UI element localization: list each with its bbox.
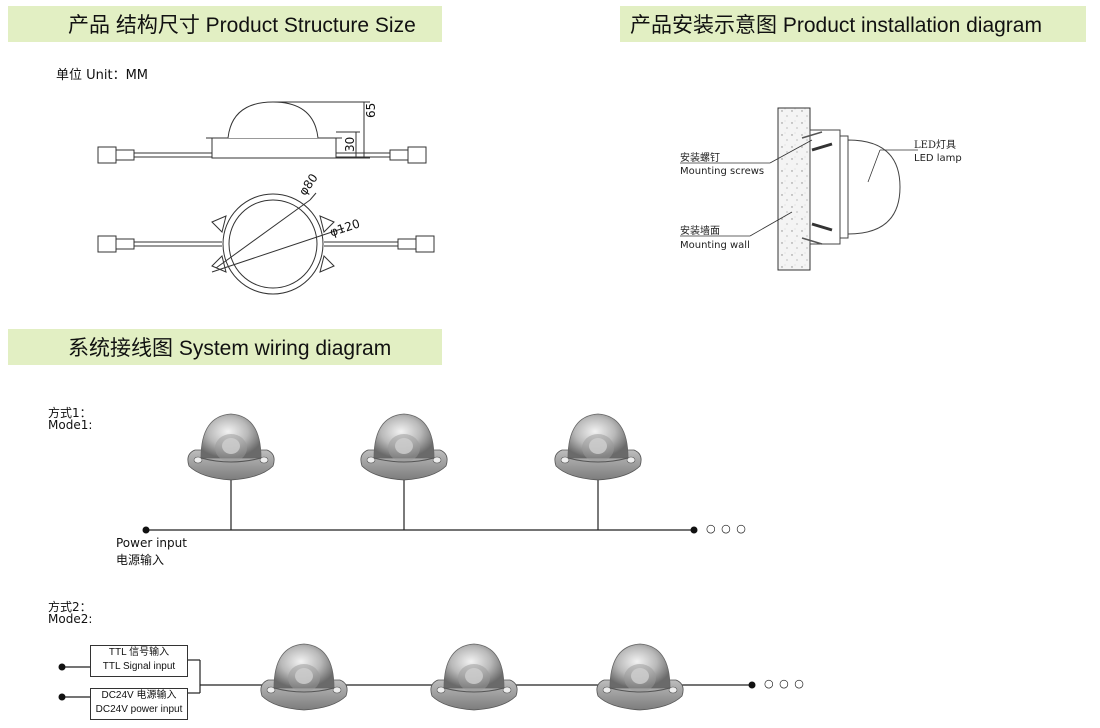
mode2-lamp-2 (430, 643, 518, 711)
screws-label-cn: 安装螺钉 (680, 153, 720, 164)
mode1-label-en: Mode1: (48, 418, 93, 432)
dc-label-cn: DC24V 电源输入 (101, 690, 177, 701)
ttl-label-cn: TTL 信号输入 (108, 647, 170, 658)
ttl-label-en: TTL Signal input (102, 661, 176, 672)
mode2-ttl-node (58, 663, 66, 671)
ttl-signal-box: TTL 信号输入 TTL Signal input (90, 645, 188, 677)
install-title: 产品安装示意图 Product installation diagram (630, 14, 1042, 37)
mode2-label-en: Mode2: (48, 612, 93, 626)
unit-label: 单位 Unit：MM (56, 68, 149, 83)
mode1-label-cn: 方式1： (48, 406, 92, 420)
structure-title: 产品 结构尺寸 Product Structure Size (68, 14, 416, 37)
mode1-lamp-1 (187, 413, 275, 481)
mode2-lamp-1 (260, 643, 348, 711)
mode1-wiring (146, 478, 694, 531)
mode2-dc-node (58, 693, 66, 701)
wiring-banner: 系统接线图 System wiring diagram (8, 329, 442, 365)
mode1-lamp-2 (360, 413, 448, 481)
mode2-ellipsis: ○ ○ ○ (764, 677, 805, 690)
dim-30: 30 (343, 136, 357, 152)
mode1-ellipsis: ○ ○ ○ (706, 522, 747, 535)
wall-label-cn: 安装墙面 (680, 226, 720, 237)
install-banner: 产品安装示意图 Product installation diagram (620, 6, 1086, 42)
power-input-en: Power input (116, 536, 187, 550)
mode1-end-node (690, 526, 698, 534)
lamp-label-en: LED lamp (914, 153, 962, 164)
screws-label-en: Mounting screws (680, 166, 765, 177)
dim-65: 65 (364, 102, 378, 118)
mode2-lamp-3 (596, 643, 684, 711)
mode1-power-node (142, 526, 150, 534)
installation-drawing (680, 107, 918, 271)
wall-label-en: Mounting wall (680, 240, 750, 251)
wiring-title: 系统接线图 System wiring diagram (68, 337, 392, 360)
power-input-cn: 电源输入 (116, 553, 165, 567)
mode1-lamp-3 (554, 413, 642, 481)
top-view-drawing (97, 192, 435, 295)
lamp-label-cn: LED灯具 (914, 140, 956, 151)
structure-banner: 产品 结构尺寸 Product Structure Size (8, 6, 442, 42)
dc-label-en: DC24V power input (95, 704, 183, 715)
dc-power-box: DC24V 电源输入 DC24V power input (90, 688, 188, 720)
side-view-drawing (97, 101, 427, 164)
mode2-label-cn: 方式2： (48, 600, 92, 614)
mode2-end-node (748, 681, 756, 689)
